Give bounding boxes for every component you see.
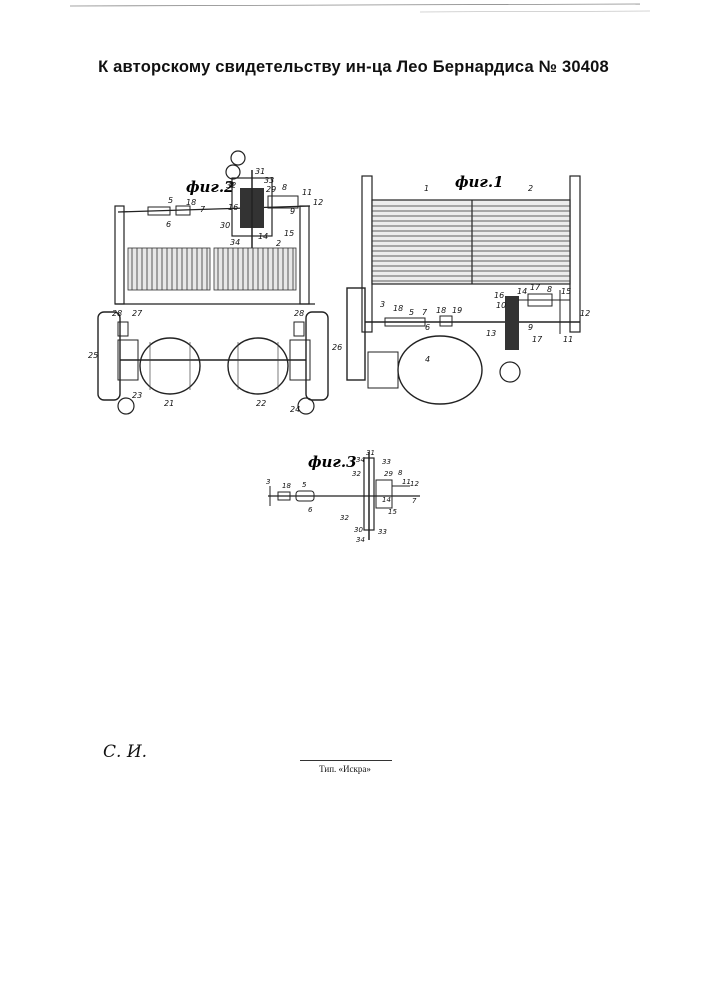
fig2-callout: 23 <box>132 391 142 400</box>
fig1-callout: 5 <box>409 308 414 317</box>
fig2-callout: 5 <box>168 196 173 205</box>
fig2-callout: 21 <box>164 399 174 408</box>
fig1-callout: 4 <box>425 355 430 364</box>
fig2-callout: 6 <box>166 220 171 229</box>
fig3-callout: 30 <box>354 526 363 534</box>
fig1-callout: 13 <box>486 329 496 338</box>
fig1-callout: 2 <box>528 184 533 193</box>
fig2-callout: 18 <box>186 198 196 207</box>
fig1-callout: 17 <box>530 283 541 292</box>
fig2-callout: 30 <box>220 221 230 230</box>
fig3-callout: 31 <box>366 449 375 457</box>
fig3-callout: 5 <box>302 481 307 489</box>
fig2-callout: 12 <box>313 198 323 207</box>
fig2-callout: 25 <box>88 351 98 360</box>
fig2-callout: 29 <box>266 185 276 194</box>
fig3-callout: 29 <box>384 470 393 478</box>
fig2-callout: 11 <box>302 188 312 197</box>
fig1-callout: 12 <box>580 309 590 318</box>
fig3-callout: 34 <box>356 456 365 464</box>
fig2-callout: 22 <box>256 399 266 408</box>
fig1-callout: 18 <box>393 304 403 313</box>
fig3-callout: 8 <box>398 469 403 477</box>
fig3-callout: 33 <box>382 458 391 466</box>
printer-rule <box>300 760 392 761</box>
fig2-callout: 14 <box>258 232 268 241</box>
fig2-callout: 33 <box>264 176 274 185</box>
fig3-callout: 14 <box>382 496 391 504</box>
fig1-callout: 3 <box>380 300 385 309</box>
fig1-callout: 15 <box>561 287 571 296</box>
fig3-callout: 6 <box>308 506 313 514</box>
fig3-callout: 32 <box>352 470 361 478</box>
fig1-callout: 8 <box>547 285 552 294</box>
fig1-callout: 10 <box>496 301 506 310</box>
fig1-callout: 6 <box>425 323 430 332</box>
fig3-callout: 7 <box>412 497 417 505</box>
fig2-callout: 27 <box>132 309 143 318</box>
fig1-callout: 1 <box>424 184 429 193</box>
fig2-callout: 31 <box>255 167 265 176</box>
fig1-callout: 11 <box>563 335 573 344</box>
fig2-callout: 28 <box>112 309 122 318</box>
fig1-callout: 19 <box>452 306 462 315</box>
fig3-callout: 3 <box>266 478 270 486</box>
fig3-callout: 12 <box>410 480 419 488</box>
fig2-callout: 24 <box>290 405 300 414</box>
fig2-callout: 28 <box>294 309 304 318</box>
fig2-callout: 34 <box>230 238 240 247</box>
fig1-label: фиг.1 <box>455 173 504 191</box>
fig2-callout: 9 <box>290 207 295 216</box>
fig1-callout: 14 <box>517 287 527 296</box>
fig1-callout: 16 <box>494 291 504 300</box>
fig3-callout: 18 <box>282 482 291 490</box>
fig3-callout: 34 <box>356 536 365 544</box>
fig1-callout: 9 <box>528 323 533 332</box>
fig2-callout: 32 <box>226 181 236 190</box>
fig3-label: фиг.3 <box>308 453 357 471</box>
fig1-callout: 17 <box>532 335 543 344</box>
signature-initials: С. И. <box>103 742 147 762</box>
fig2-callout: 2 <box>276 239 281 248</box>
fig2-callout: 15 <box>284 229 294 238</box>
fig1-callout: 7 <box>422 308 428 317</box>
figure-1: фиг.1 <box>347 173 590 404</box>
fig2-callout: 8 <box>282 183 287 192</box>
printer-imprint: Тип. «Искра» <box>300 764 390 774</box>
figure-2: фиг.2 <box>88 151 342 414</box>
fig3-callout: 32 <box>340 514 349 522</box>
fig1-callout: 18 <box>436 306 446 315</box>
fig2-callout: 26 <box>332 343 342 352</box>
fig2-callout: 16 <box>228 203 238 212</box>
fig3-callout: 15 <box>388 508 397 516</box>
figure-3: фиг.3 31 34 33 3 18 5 32 29 8 11 12 14 <box>266 449 420 544</box>
fig3-callout: 33 <box>378 528 387 536</box>
